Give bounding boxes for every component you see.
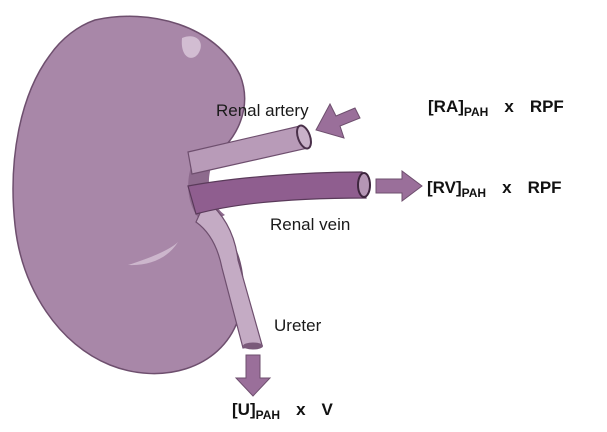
- ureter-opening: [243, 343, 263, 350]
- equation-term: RPF: [528, 178, 562, 197]
- equation-subscript: PAH: [256, 408, 280, 422]
- equation-operator: x: [296, 400, 305, 419]
- renal-vein: [188, 172, 366, 214]
- equation-subscript: PAH: [462, 186, 486, 200]
- equation-term: V: [322, 400, 333, 419]
- equation-symbol: [RA]: [428, 97, 464, 116]
- equation-operator: x: [502, 178, 511, 197]
- label-renal-vein: Renal vein: [270, 215, 350, 235]
- equation-renal-artery: [RA]PAH x RPF: [428, 97, 564, 119]
- equation-renal-vein: [RV]PAH x RPF: [427, 178, 562, 200]
- arrow-vein-out: [376, 171, 422, 201]
- label-ureter: Ureter: [274, 316, 321, 336]
- renal-vein-opening: [358, 173, 370, 197]
- equation-operator: x: [504, 97, 513, 116]
- equation-term: RPF: [530, 97, 564, 116]
- equation-subscript: PAH: [464, 105, 488, 119]
- equation-symbol: [RV]: [427, 178, 462, 197]
- arrow-artery-in: [316, 104, 360, 138]
- label-renal-artery: Renal artery: [216, 101, 309, 121]
- arrow-ureter-out: [236, 355, 270, 396]
- equation-symbol: [U]: [232, 400, 256, 419]
